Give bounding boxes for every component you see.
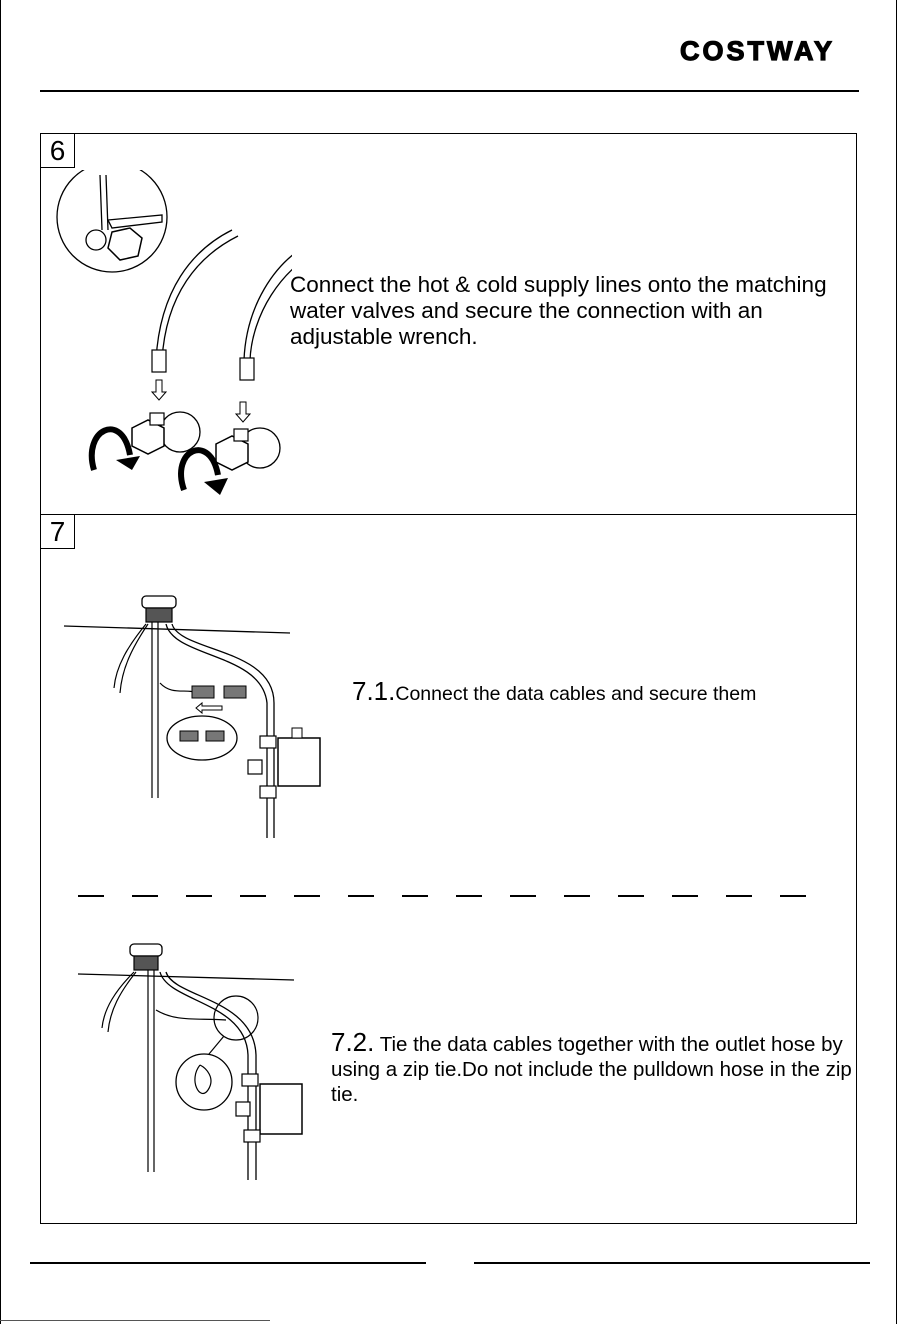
page-edge-right [896, 0, 897, 1324]
step-7-2-instruction: 7.2. Tie the data cables together with t… [331, 1030, 871, 1107]
step-7-1-number: 7.1. [352, 676, 395, 706]
footer-divider-right [474, 1262, 870, 1264]
step-7-number: 7 [41, 515, 75, 549]
step-6-instruction: Connect the hot & cold supply lines onto… [290, 272, 860, 350]
step-7-2-text: Tie the data cables together with the ou… [331, 1033, 852, 1106]
costway-logo: COSTWAY [680, 30, 860, 70]
page-edge-left [0, 0, 1, 1324]
step-7-1-instruction: 7.1.Connect the data cables and secure t… [352, 676, 872, 709]
header-divider [40, 90, 859, 92]
bottom-edge-rule [0, 1320, 270, 1321]
svg-text:COSTWAY: COSTWAY [680, 36, 835, 66]
step-6-number: 6 [41, 134, 75, 168]
step-7-2-illustration [76, 940, 336, 1190]
step-6-illustration [52, 170, 292, 500]
step-7-2-number: 7.2. [331, 1027, 374, 1057]
section-divider-dashed [78, 895, 824, 897]
step-7-1-illustration [62, 588, 322, 843]
footer-divider-left [30, 1262, 426, 1264]
step-7-1-text: Connect the data cables and secure them [395, 683, 756, 705]
